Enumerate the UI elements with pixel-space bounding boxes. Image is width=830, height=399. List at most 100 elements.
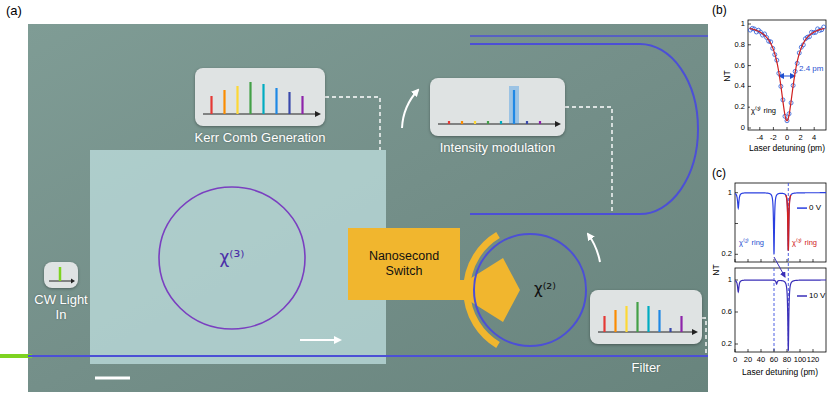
flow-arrow: [402, 90, 418, 128]
plot-label: 60: [770, 355, 778, 364]
leader-line: [565, 107, 612, 214]
leader-line: [702, 318, 706, 356]
tick: [748, 349, 749, 352]
plot-label: χ⁽²⁾ ring: [739, 238, 764, 247]
tick: [814, 127, 815, 130]
transmission-curve: [735, 280, 826, 350]
plot-label: -4: [756, 133, 763, 142]
legend-sample: [797, 207, 807, 209]
transmission-curve: [735, 193, 826, 255]
plot-label: 0.4: [735, 81, 745, 90]
tick: [748, 24, 751, 25]
plot-label: 2: [799, 133, 803, 142]
flow-arrow: [300, 339, 340, 341]
plot-label: χ⁽³⁾: [220, 247, 245, 267]
cw-icon: [44, 262, 78, 288]
comb-icon: [430, 78, 565, 136]
bus-waveguide: [28, 355, 708, 357]
tick: [761, 259, 762, 262]
callout-label: Intensity modulation: [440, 141, 556, 156]
tick: [735, 192, 738, 193]
plot-label: 0.8: [735, 40, 745, 49]
tick: [735, 259, 736, 262]
callout-box: Intensity modulation: [430, 78, 565, 136]
tick: [813, 349, 814, 352]
tick: [735, 349, 736, 352]
plot-label: 80: [783, 355, 791, 364]
plot-label: 1: [728, 275, 732, 284]
transmission-curve: [786, 195, 791, 251]
tick: [735, 254, 738, 255]
plot-frame: [735, 183, 826, 262]
tick: [800, 259, 801, 262]
callout-box: CW Light In: [44, 262, 78, 288]
plot-label: 20: [744, 355, 752, 364]
plot-label: χ⁽²⁾: [534, 280, 556, 298]
flow-arrow: [588, 234, 600, 262]
callout-box: Kerr Comb Generation: [195, 68, 325, 126]
tick: [735, 223, 738, 224]
fit-curve: [750, 28, 825, 120]
plot-label: 2.4 pm: [799, 64, 823, 74]
leader-line: [325, 97, 380, 150]
tick: [774, 349, 775, 352]
tick: [787, 349, 788, 352]
plot-label: 100: [794, 355, 807, 364]
tick: [773, 127, 774, 130]
plot-label: 0.2: [722, 339, 732, 348]
tick: [735, 344, 738, 345]
panel-letter: (a): [6, 3, 22, 19]
callout-label: CW Light In: [33, 293, 89, 323]
waveguide: [470, 35, 708, 37]
plot-frame: [735, 268, 826, 352]
tick: [748, 44, 751, 45]
plot-label: 0: [741, 123, 745, 132]
plot-label: NT: [722, 70, 732, 81]
callout-label: Kerr Comb Generation: [195, 131, 326, 146]
tick: [748, 65, 751, 66]
callout-box: Filter: [590, 290, 702, 344]
chi3-region: [90, 150, 386, 364]
scale-bar: [95, 377, 130, 380]
plot-label: 40: [757, 355, 765, 364]
comb-icon: [590, 290, 702, 344]
tick: [748, 86, 751, 87]
plot-label: -2: [770, 133, 777, 142]
plot-label: 1: [741, 19, 745, 28]
comb-icon: [195, 68, 325, 126]
plot-label: 1: [728, 188, 732, 197]
input-light: [0, 354, 32, 358]
tick: [787, 127, 788, 130]
plot-label: Laser detuning (pm): [742, 367, 818, 377]
plot-label: 120: [807, 355, 820, 364]
legend-label: 10 V: [809, 291, 825, 301]
legend-sample: [797, 295, 807, 297]
plot-label: χ⁽³⁾ ring: [750, 106, 777, 115]
tick: [748, 128, 751, 129]
tick: [800, 349, 801, 352]
plot-label: χ⁽³⁾ ring: [792, 238, 817, 247]
chi2-ring: [474, 234, 586, 346]
plot-label: 0.2: [735, 102, 745, 111]
plot-label: 0.6: [735, 61, 745, 70]
tick: [748, 259, 749, 262]
tick: [813, 259, 814, 262]
chi3-ring: [159, 187, 305, 329]
switch-label: Nanosecond Switch: [354, 249, 454, 279]
chip-photo: [28, 24, 708, 392]
plot-label: 0.6: [722, 307, 732, 316]
legend-label: 0 V: [809, 203, 821, 213]
shift-arrow: [774, 257, 785, 277]
tick: [787, 259, 788, 262]
plot-label: 0.2: [722, 249, 732, 258]
callout-label: Filter: [632, 361, 661, 376]
tick: [761, 349, 762, 352]
tick: [759, 127, 760, 130]
plot-label: 0: [785, 133, 789, 142]
tick: [800, 127, 801, 130]
plot-label: 0: [733, 355, 737, 364]
panel-letter: (c): [712, 166, 726, 180]
plot-label: NT: [711, 264, 721, 275]
